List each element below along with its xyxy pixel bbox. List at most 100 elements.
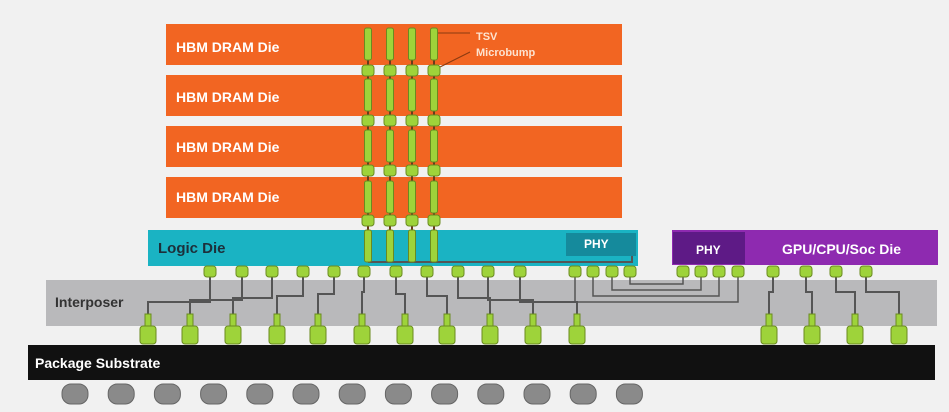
via	[314, 313, 322, 327]
microbump	[405, 114, 419, 127]
tsv	[408, 78, 416, 112]
dram-die-label: HBM DRAM Die	[176, 189, 280, 205]
c4-bump	[846, 325, 864, 345]
solder-ball	[431, 383, 459, 405]
microbump	[235, 265, 249, 278]
tsv	[386, 129, 394, 163]
microbump-callout: Microbump	[476, 47, 536, 59]
solder-ball	[384, 383, 412, 405]
microbump	[676, 265, 690, 278]
interposer-trace	[361, 275, 365, 330]
soc-die-label: GPU/CPU/Soc Die	[782, 241, 901, 257]
via	[443, 313, 451, 327]
tsv	[364, 78, 372, 112]
tsv	[364, 180, 372, 214]
microbump	[383, 114, 397, 127]
solder-ball	[292, 383, 320, 405]
tsv-callout: TSV	[476, 31, 498, 43]
microbump	[427, 214, 441, 227]
microbump-callout-line	[439, 51, 471, 68]
via	[273, 313, 281, 327]
microbump	[451, 265, 465, 278]
via	[186, 313, 194, 327]
microbump	[296, 265, 310, 278]
interposer-trace	[768, 275, 774, 330]
via	[401, 313, 409, 327]
tsv	[430, 78, 438, 112]
c4-bump	[438, 325, 456, 345]
tsv	[430, 129, 438, 163]
microbump	[731, 265, 745, 278]
tsv	[386, 180, 394, 214]
c4-bump	[803, 325, 821, 345]
c4-bump	[224, 325, 242, 345]
interposer-label: Interposer	[55, 294, 124, 310]
microbump	[586, 265, 600, 278]
c4-bump	[524, 325, 542, 345]
logic-internal-wire	[368, 256, 633, 263]
microbump	[357, 265, 371, 278]
microbump	[829, 265, 843, 278]
tsv	[386, 78, 394, 112]
c4-bump	[268, 325, 286, 345]
microbump	[405, 214, 419, 227]
tsv	[408, 180, 416, 214]
interposer-trace	[835, 275, 856, 330]
microbump	[361, 214, 375, 227]
tsv	[386, 27, 394, 61]
microbump	[799, 265, 813, 278]
microbump	[327, 265, 341, 278]
tsv	[430, 229, 438, 263]
tsv	[364, 27, 372, 61]
microbump	[203, 265, 217, 278]
via	[573, 313, 581, 327]
substrate-label: Package Substrate	[35, 355, 160, 371]
via	[765, 313, 773, 327]
solder-ball	[477, 383, 505, 405]
interposer-trace	[317, 275, 335, 330]
via	[486, 313, 494, 327]
c4-bump	[481, 325, 499, 345]
c4-bump	[890, 325, 908, 345]
phy-link-trace	[611, 275, 702, 291]
tsv	[408, 229, 416, 263]
soc-phy-label: PHY	[696, 243, 721, 257]
microbump	[361, 114, 375, 127]
microbump	[766, 265, 780, 278]
solder-ball	[61, 383, 89, 405]
solder-ball	[338, 383, 366, 405]
tsv	[408, 27, 416, 61]
tsv	[364, 129, 372, 163]
c4-bump	[309, 325, 327, 345]
via	[851, 313, 859, 327]
microbump	[265, 265, 279, 278]
dram-die-label: HBM DRAM Die	[176, 139, 280, 155]
microbump	[859, 265, 873, 278]
c4-bump	[139, 325, 157, 345]
c4-bump	[568, 325, 586, 345]
microbump	[427, 114, 441, 127]
logic-phy	[566, 233, 636, 256]
microbump	[383, 214, 397, 227]
microbump	[427, 164, 441, 177]
solder-ball	[200, 383, 228, 405]
via	[144, 313, 152, 327]
logic-phy-label: PHY	[584, 237, 609, 251]
via	[895, 313, 903, 327]
via	[358, 313, 366, 327]
package-substrate	[28, 345, 935, 380]
microbump	[605, 265, 619, 278]
microbump	[623, 265, 637, 278]
microbump	[513, 265, 527, 278]
phy-link-trace	[592, 275, 720, 297]
c4-bump	[760, 325, 778, 345]
solder-ball	[107, 383, 135, 405]
dram-die-label: HBM DRAM Die	[176, 39, 280, 55]
soc-phy	[673, 232, 745, 264]
microbump	[383, 164, 397, 177]
solder-ball	[569, 383, 597, 405]
microbump	[712, 265, 726, 278]
microbump	[389, 265, 403, 278]
microbump	[568, 265, 582, 278]
